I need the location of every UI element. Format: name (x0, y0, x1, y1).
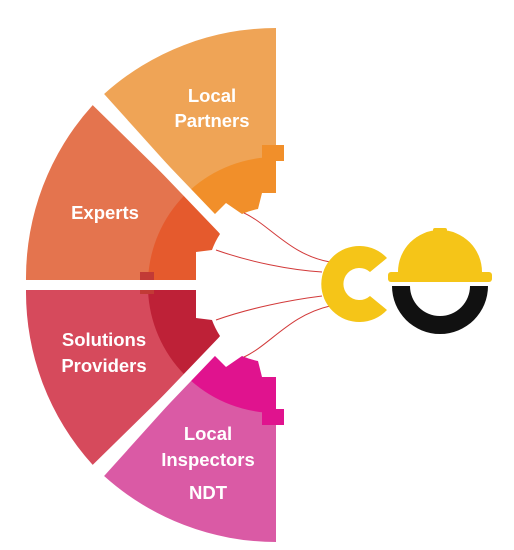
segment-label-local-inspectors-ndt: Local Inspectors NDT (161, 423, 255, 503)
gear-tooth (262, 409, 284, 425)
label-line: Local (184, 423, 232, 444)
segment-label-local-partners: Local Partners (174, 85, 249, 131)
connector-line (215, 249, 323, 273)
label-line: Providers (61, 355, 146, 376)
label-line: Local (188, 85, 236, 106)
separator (92, 281, 280, 477)
hard-hat-icon (388, 228, 492, 282)
label-line: Inspectors (161, 449, 255, 470)
logo-ring (392, 286, 488, 334)
logo-letter-c (321, 246, 387, 322)
connector-line (243, 305, 331, 358)
label-line: NDT (189, 482, 228, 503)
segment-label-experts: Experts (71, 202, 139, 223)
separator (92, 93, 280, 289)
gear-tooth (262, 145, 284, 161)
label-line: Solutions (62, 329, 146, 350)
label-line: Experts (71, 202, 139, 223)
connector-line (215, 295, 323, 321)
segment-label-solutions-providers: Solutions Providers (61, 329, 146, 376)
label-line: Partners (174, 110, 249, 131)
connector-line (243, 212, 331, 263)
